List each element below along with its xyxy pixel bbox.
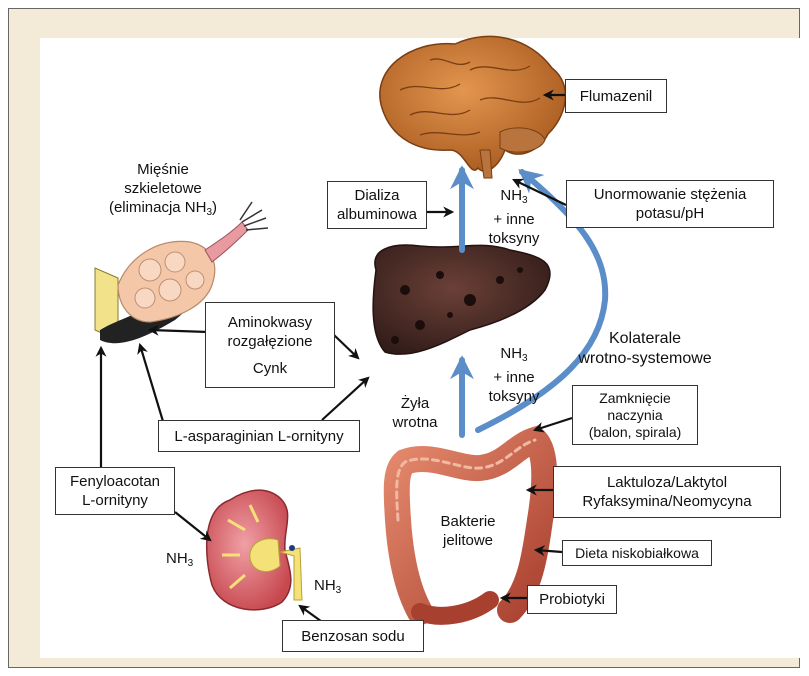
zamkniecie-line3: (balon, spirala) — [589, 424, 682, 441]
nh3-kidney-right-label: NH3 — [314, 576, 341, 600]
cynk-label: Cynk — [253, 359, 287, 378]
asparaginian-box: L-asparaginian L-ornityny — [158, 420, 360, 452]
brain-illustration — [380, 36, 566, 178]
benzosan-label: Benzosan sodu — [301, 627, 404, 646]
probiotyki-box: Probiotyki — [527, 585, 617, 614]
asparaginian-label: L-asparaginian L-ornityny — [174, 427, 343, 446]
liver-illustration — [373, 245, 550, 354]
potas-line2: potasu/pH — [636, 204, 704, 223]
aminokwasy-line2: rozgałęzione — [227, 332, 312, 351]
dieta-label: Dieta niskobiałkowa — [575, 544, 699, 563]
aminokwasy-line1: Aminokwasy — [228, 313, 312, 332]
aminokwasy-box: Aminokwasy rozgałęzione Cynk — [205, 302, 335, 388]
zyla-wrotna-label: Żyła wrotna — [385, 394, 445, 432]
dializa-line2: albuminowa — [337, 205, 417, 224]
nh3-mid-label: NH3 + inne toksyny — [478, 344, 550, 406]
laktuloza-line2: Ryfaksymina/Neomycyna — [582, 492, 751, 511]
nh3-kidney-left-label: NH3 — [166, 549, 193, 573]
laktuloza-line1: Laktuloza/Laktytol — [607, 473, 727, 492]
flumazenil-box: Flumazenil — [565, 79, 667, 113]
fenyloacotan-line2: L-ornityny — [82, 491, 148, 510]
probiotyki-label: Probiotyki — [539, 590, 605, 609]
zamkniecie-line2: naczynia — [607, 407, 662, 424]
muscle-line3: (eliminacja NH3) — [88, 198, 238, 222]
bakterie-label: Bakterie jelitowe — [418, 512, 518, 550]
zamkniecie-line1: Zamknięcie — [599, 390, 671, 407]
zamkniecie-box: Zamknięcie naczynia (balon, spirala) — [572, 385, 698, 445]
dieta-box: Dieta niskobiałkowa — [562, 540, 712, 566]
laktuloza-box: Laktuloza/Laktytol Ryfaksymina/Neomycyna — [553, 466, 781, 518]
flumazenil-label: Flumazenil — [580, 87, 653, 106]
fenyloacotan-box: Fenyloacotan L-ornityny — [55, 467, 175, 515]
benzosan-box: Benzosan sodu — [282, 620, 424, 652]
muscle-line2: szkieletowe — [88, 179, 238, 198]
potas-line1: Unormowanie stężenia — [594, 185, 747, 204]
dializa-line1: Dializa — [354, 186, 399, 205]
kolaterale-label: Kolaterale wrotno-systemowe — [565, 329, 725, 369]
nh3-top-label: NH3 + inne toksyny — [478, 186, 550, 248]
muscle-line1: Mięśnie — [88, 160, 238, 179]
fenyloacotan-line1: Fenyloacotan — [70, 472, 160, 491]
dializa-box: Dializa albuminowa — [327, 181, 427, 229]
muscle-label: Mięśnie szkieletowe (eliminacja NH3) — [88, 160, 238, 222]
kidney-illustration — [207, 490, 302, 610]
potas-box: Unormowanie stężenia potasu/pH — [566, 180, 774, 228]
